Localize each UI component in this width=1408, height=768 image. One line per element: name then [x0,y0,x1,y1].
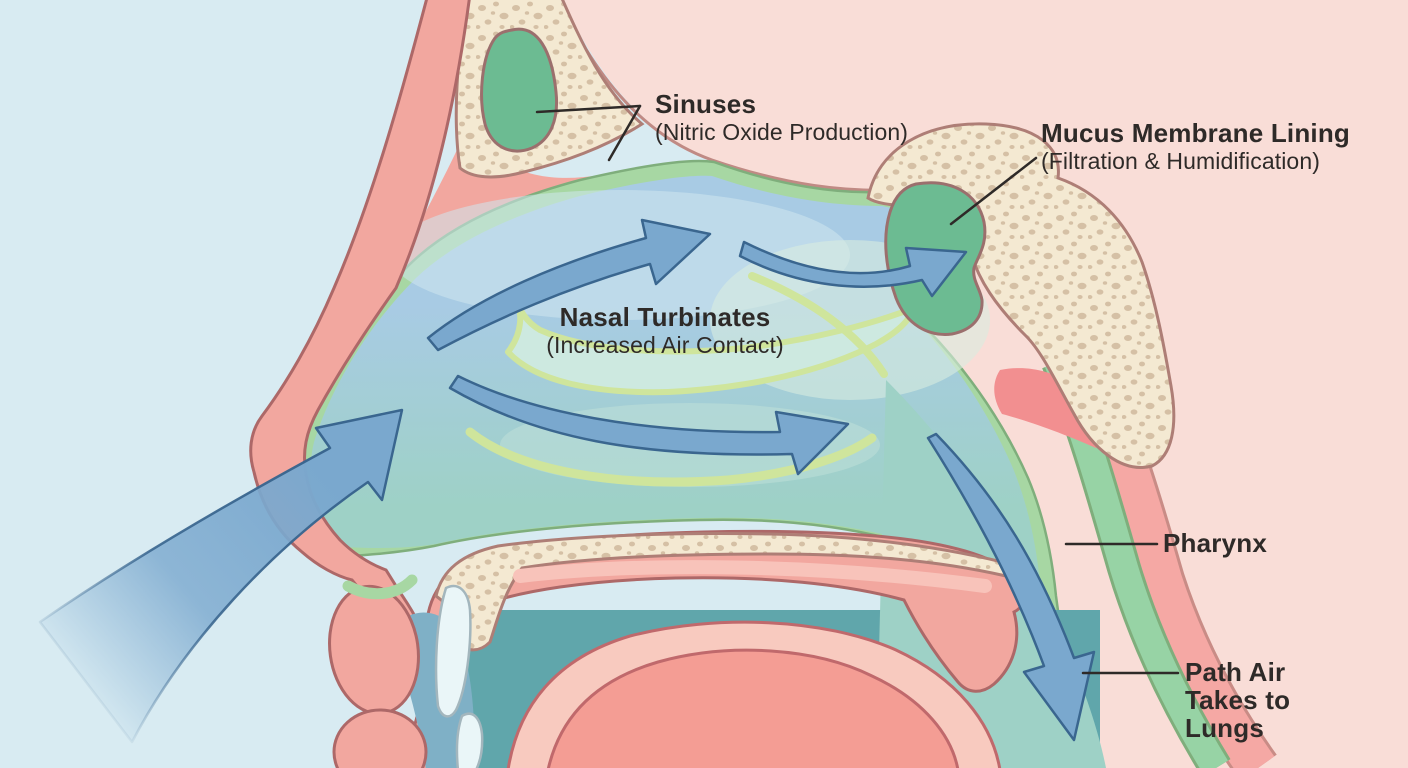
leader-line-sinuses-lining [607,104,642,162]
face-skin-profile [249,0,471,768]
label-nasal-turbinates: Nasal Turbinates (Increased Air Contact) [465,303,865,359]
label-path-to-lungs-title: Path Air Takes to Lungs [1185,657,1291,743]
turbinate-upper [748,272,888,378]
tooth-lower [455,712,484,768]
turbinate-middle [505,291,917,396]
nostril-lining [342,574,418,600]
hard-palate-bone [434,532,1009,652]
label-pharynx-title: Pharynx [1163,528,1268,558]
label-sinuses-title: Sinuses [655,89,757,119]
label-sinuses-subtitle: (Nitric Oxide Production) [655,119,909,145]
leader-line-sinuses-frontal [535,104,642,114]
frontal-sinus [480,27,559,153]
background-head-tissue [562,0,1408,768]
label-mucus-membrane-title: Mucus Membrane Lining [1041,118,1351,148]
airflow-arrow-upper [426,218,712,352]
palate-soft-tissue-layer [513,560,992,593]
airflow-arrow-pharynx [926,432,1096,742]
turbinate-lower [465,427,877,487]
label-mucus-membrane: Mucus Membrane Lining (Filtration & Humi… [1041,119,1350,175]
lower-lip [332,708,428,768]
label-nasal-turbinates-title: Nasal Turbinates [559,302,771,332]
airflow-arrow-intake [38,408,404,744]
leader-line-mucus-membrane [949,156,1038,226]
airflow-arrow-middle [448,374,850,476]
label-sinuses: Sinuses (Nitric Oxide Production) [655,90,908,146]
label-pharynx: Pharynx [1163,529,1267,557]
label-mucus-membrane-subtitle: (Filtration & Humidification) [1041,148,1320,174]
tooth-upper [434,584,472,718]
tongue [546,648,960,768]
airflow-arrow-to-sinus [738,240,968,298]
label-path-to-lungs: Path Air Takes to Lungs [1185,658,1365,742]
label-nasal-turbinates-subtitle: (Increased Air Contact) [546,332,784,358]
